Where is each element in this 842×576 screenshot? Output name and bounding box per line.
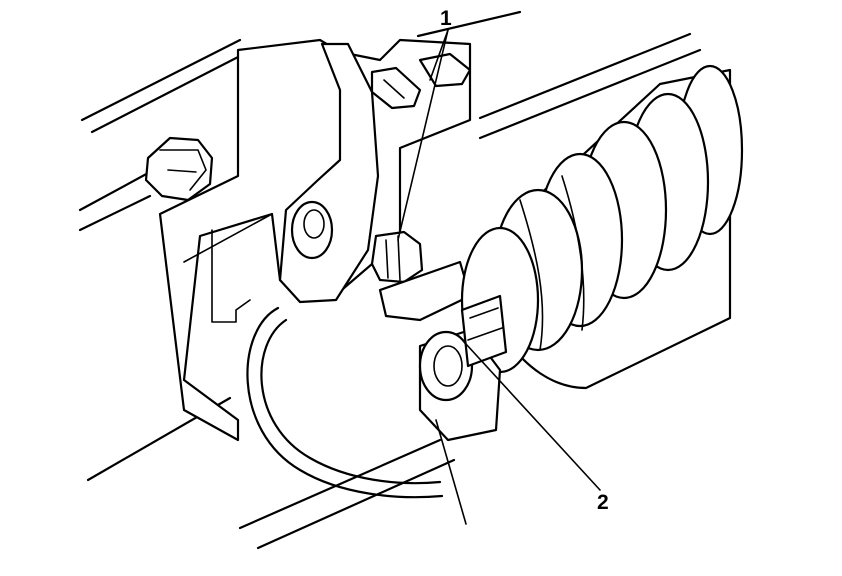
frame-lines [78,10,702,550]
sensor-switch [370,230,472,322]
bolt [144,136,214,202]
lower-flange [246,306,444,499]
callout-label-1: 1 [440,7,452,30]
leader-line-3 [435,419,467,525]
leader-lines [397,29,601,525]
top-fitting [370,52,472,110]
callout-label-2: 2 [597,491,609,514]
push-rod-clip [418,294,508,442]
leader-line-2 [465,343,601,491]
leader-line-1b [429,29,449,81]
leader-line-1 [397,29,449,241]
